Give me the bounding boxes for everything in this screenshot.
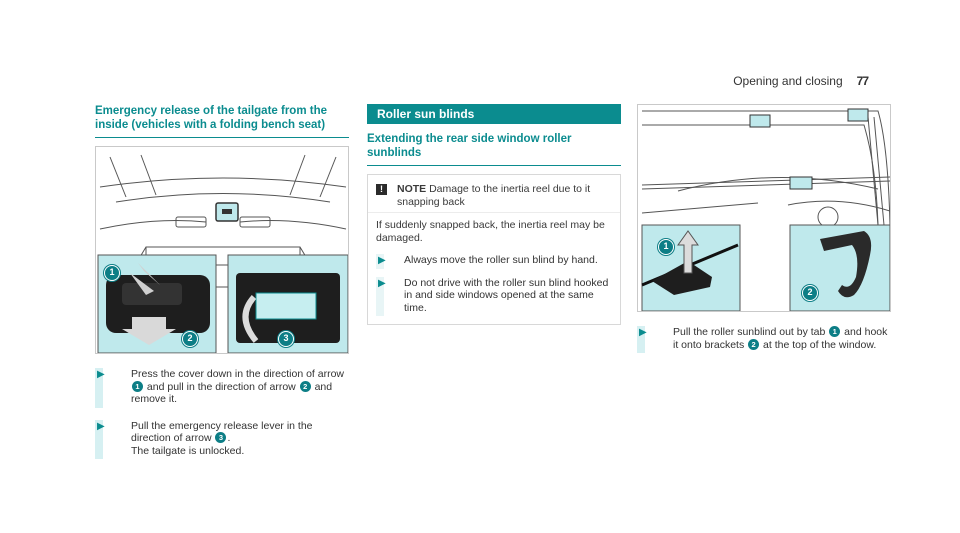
tailgate-release-heading: Emergency release of the tailgate from t… — [95, 104, 349, 138]
page-number: 77 — [856, 74, 869, 88]
step-pull-roller-sunblind: ▶ Pull the roller sunblind out by tab 1 … — [637, 326, 891, 353]
callout-2: 2 — [802, 285, 818, 301]
callout-1: 1 — [658, 239, 674, 255]
note-description: If suddenly snapped back, the inertia re… — [376, 219, 605, 244]
note-label: NOTE — [397, 183, 427, 195]
roller-sun-blinds-section: Roller sun blinds Extending the rear sid… — [367, 104, 621, 325]
bullet-arrow-icon: ▶ — [97, 420, 105, 432]
note-box: ! NOTE Damage to the inertia reel due to… — [367, 174, 621, 325]
note-bullet-1: ▶ Always move the roller sun blind by ha… — [376, 254, 612, 268]
extending-blinds-heading: Extending the rear side window roller su… — [367, 132, 621, 166]
cargo-area-drawing — [97, 154, 348, 353]
callout-2: 2 — [182, 331, 198, 347]
note-title: Damage to the inertia reel due to it sna… — [397, 183, 591, 208]
inline-callout-3: 3 — [215, 432, 227, 443]
section-title: Opening and closing — [733, 74, 843, 88]
inline-callout-2: 2 — [299, 380, 311, 392]
inline-callout-2: 2 — [748, 338, 760, 350]
rear-window-drawing — [641, 108, 890, 311]
bullet-arrow-icon: ▶ — [378, 277, 386, 289]
bullet-arrow-icon: ▶ — [97, 369, 105, 380]
rear-window-illustration: 1 2 — [637, 104, 891, 312]
note-bullet-2: ▶ Do not drive with the roller sun blind… — [376, 276, 612, 316]
result-text: The tailgate is unlocked. — [131, 444, 245, 457]
callout-1: 1 — [104, 265, 120, 281]
callout-3: 3 — [278, 331, 294, 347]
section-banner: Roller sun blinds — [367, 104, 621, 124]
step-press-cover: ▶ Press the cover down in the direction … — [95, 368, 349, 407]
page-header: Opening and closing 77 — [733, 74, 869, 88]
bullet-arrow-icon: ▶ — [639, 327, 647, 338]
warning-icon: ! — [376, 184, 387, 195]
tailgate-emergency-release-section: Emergency release of the tailgate from t… — [95, 104, 349, 459]
tailgate-release-illustration: 1 2 3 — [95, 146, 349, 354]
note-header: ! NOTE Damage to the inertia reel due to… — [368, 175, 620, 212]
inline-callout-1: 1 — [829, 326, 841, 337]
bullet-arrow-icon: ▶ — [378, 255, 386, 266]
roller-blind-illustration-section: 1 2 ▶ Pull the roller sunblind out by ta… — [637, 104, 891, 353]
step-pull-release-lever: ▶ Pull the emergency release lever in th… — [95, 419, 349, 459]
inline-callout-1: 1 — [132, 380, 143, 392]
note-body: If suddenly snapped back, the inertia re… — [368, 212, 620, 324]
